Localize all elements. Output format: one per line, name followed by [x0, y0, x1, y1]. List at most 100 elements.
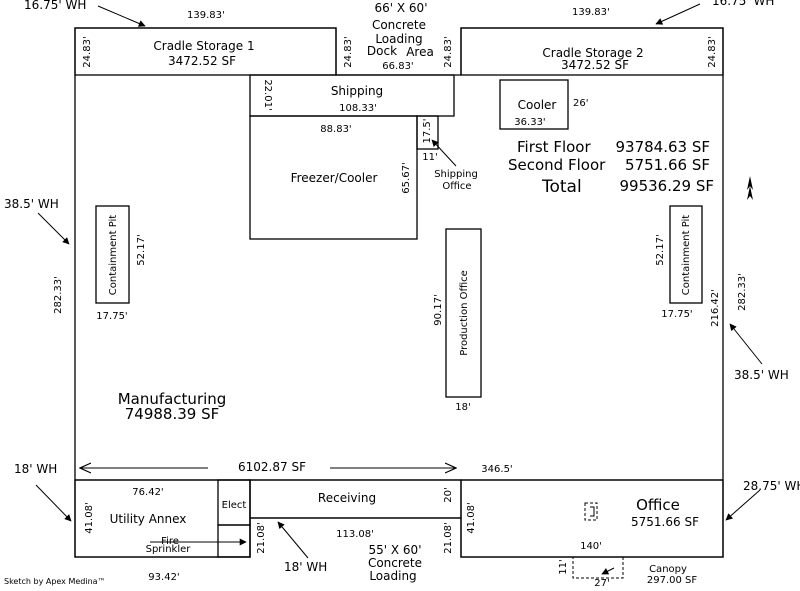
- cradle-storage-2-room: [460, 27, 724, 76]
- dim-annex-bottom: 93.42': [148, 572, 179, 583]
- wh-arrow-top-right: [655, 3, 701, 25]
- dim-freezer-len: 88.83': [320, 124, 351, 135]
- dim-recv-left: 21.08': [256, 522, 267, 553]
- dim-ship-office-len: 11': [422, 152, 437, 163]
- north-arrow-icon: [747, 176, 753, 200]
- manufacturing-area: 74988.39 SF: [125, 405, 220, 423]
- dim-cradle2-side: 24.83': [443, 36, 454, 67]
- wh-label-top-right: 16.75' WH: [712, 0, 774, 8]
- wh-arrow-bottom-right: [725, 489, 761, 521]
- wh-label-right: 38.5' WH: [734, 368, 789, 382]
- cradle-storage-1-area: 3472.52 SF: [168, 54, 236, 68]
- production-office-label: Production Office: [459, 270, 470, 356]
- shipping-office-label-1: Shipping: [434, 169, 478, 180]
- dock-bottom-line2: Concrete: [368, 556, 422, 570]
- fire-label: Fire: [161, 536, 179, 547]
- dim-right-inner: 216.42': [710, 289, 721, 327]
- first-floor-label: First Floor: [517, 138, 591, 156]
- wh-arrow-bottom-left: [35, 484, 72, 522]
- wh-label-receiving: 18' WH: [284, 560, 327, 574]
- freezer-cooler-label: Freezer/Cooler: [291, 171, 378, 185]
- wh-arrow-right: [729, 323, 763, 365]
- cooler-label: Cooler: [518, 98, 557, 112]
- dim-annex-top: 76.42': [132, 487, 163, 498]
- dim-shipping-side: 22.01': [262, 79, 273, 110]
- cradle-storage-1-label: Cradle Storage 1: [153, 39, 254, 53]
- second-floor-label: Second Floor: [508, 156, 606, 174]
- dim-prod-len: 18': [455, 402, 470, 413]
- main-building-outline: [74, 27, 724, 558]
- sketch-credit: Sketch by Apex Medina™: [4, 577, 106, 586]
- dock-bottom-line3: Loading: [369, 569, 416, 583]
- dim-prod-side: 90.17': [433, 294, 444, 325]
- containment-pit-left-label: Containment Pit: [108, 215, 119, 296]
- containment-pit-right: [669, 205, 703, 304]
- dim-left-height: 282.33': [53, 276, 64, 314]
- canopy-area: [572, 556, 624, 579]
- dim-cp-left-len: 17.75': [96, 311, 127, 322]
- containment-pit-left: [95, 205, 130, 304]
- shipping-office-pointer: [431, 139, 457, 167]
- dim-canopy-len: 27': [594, 578, 609, 587]
- second-floor-value: 5751.66 SF: [625, 156, 710, 174]
- freezer-cooler-room: [249, 115, 418, 240]
- dock-top-line4b: Area: [406, 45, 434, 59]
- dim-mid-len: 346.5': [481, 464, 512, 475]
- dim-recv-right: 21.08': [443, 522, 454, 553]
- shipping-office-room: [416, 115, 439, 150]
- canopy-label: Canopy: [649, 564, 687, 575]
- dim-cradle1-side: 24.83': [82, 36, 93, 67]
- sprinkler-label: Sprinkler: [146, 544, 192, 555]
- dim-office-len: 140': [580, 541, 602, 552]
- stair-icon: [584, 502, 598, 521]
- dim-cp-left-side: 52.17': [136, 234, 147, 265]
- dim-cooler-side: 26': [573, 98, 588, 109]
- dim-top-right-len: 139.83': [572, 7, 610, 18]
- wh-arrow-left: [37, 212, 70, 245]
- dim-cradle1-side2: 24.83': [343, 36, 354, 67]
- dim-freezer-side: 65.67': [401, 162, 412, 193]
- dock-bottom-line1: 55' X 60': [369, 543, 422, 557]
- first-floor-value: 93784.63 SF: [616, 138, 711, 156]
- wh-label-top-left: 16.75' WH: [24, 0, 86, 12]
- wh-label-bottom-left: 18' WH: [14, 462, 57, 476]
- shipping-office-label-2: Office: [442, 181, 471, 192]
- dim-annex-side: 41.08': [84, 502, 95, 533]
- total-label: Total: [541, 177, 582, 197]
- office-area: 5751.66 SF: [631, 515, 699, 529]
- wh-arrow-top-left: [97, 5, 146, 27]
- dim-ship-office-side: 17.5': [422, 118, 433, 143]
- wh-label-bottom-right: 28.75' WH: [743, 479, 800, 493]
- cradle-storage-2-area: 3472.52 SF: [561, 58, 629, 72]
- canopy-pointer: [601, 567, 615, 575]
- cradle-storage-2-label: Cradle Storage 2: [542, 46, 643, 60]
- dim-shipping-len: 108.33': [339, 103, 377, 114]
- canopy-area-label: 297.00 SF: [647, 575, 698, 586]
- wh-arrow-receiving: [277, 521, 309, 559]
- manufacturing-label: Manufacturing: [118, 390, 227, 408]
- dim-dock-width: 66.83': [382, 61, 413, 72]
- center-area-label: 6102.87 SF: [238, 460, 306, 474]
- shipping-label: Shipping: [331, 84, 383, 98]
- dim-recv-len: 113.08': [336, 529, 374, 540]
- elect-label: Elect: [222, 500, 247, 511]
- dim-cp-right-side: 52.17': [655, 234, 666, 265]
- utility-annex-label: Utility Annex: [110, 512, 187, 526]
- receiving-label: Receiving: [318, 491, 376, 505]
- total-value: 99536.29 SF: [620, 177, 715, 195]
- dim-recv-top-right: 20': [443, 487, 454, 502]
- dock-top-line3: Loading: [375, 32, 422, 46]
- production-office-room: [445, 228, 482, 398]
- containment-pit-right-label: Containment Pit: [681, 215, 692, 296]
- fire-sprinkler-room: [217, 524, 251, 558]
- dim-cp-right-len: 17.75': [661, 309, 692, 320]
- office-room: [460, 479, 724, 558]
- office-label: Office: [636, 496, 680, 514]
- dock-top-line2: Concrete: [372, 18, 426, 32]
- dock-top-line4: Dock: [367, 44, 397, 58]
- dim-office-side: 41.08': [466, 502, 477, 533]
- dim-cooler-len: 36.33': [514, 117, 545, 128]
- wh-label-left: 38.5' WH: [4, 197, 59, 211]
